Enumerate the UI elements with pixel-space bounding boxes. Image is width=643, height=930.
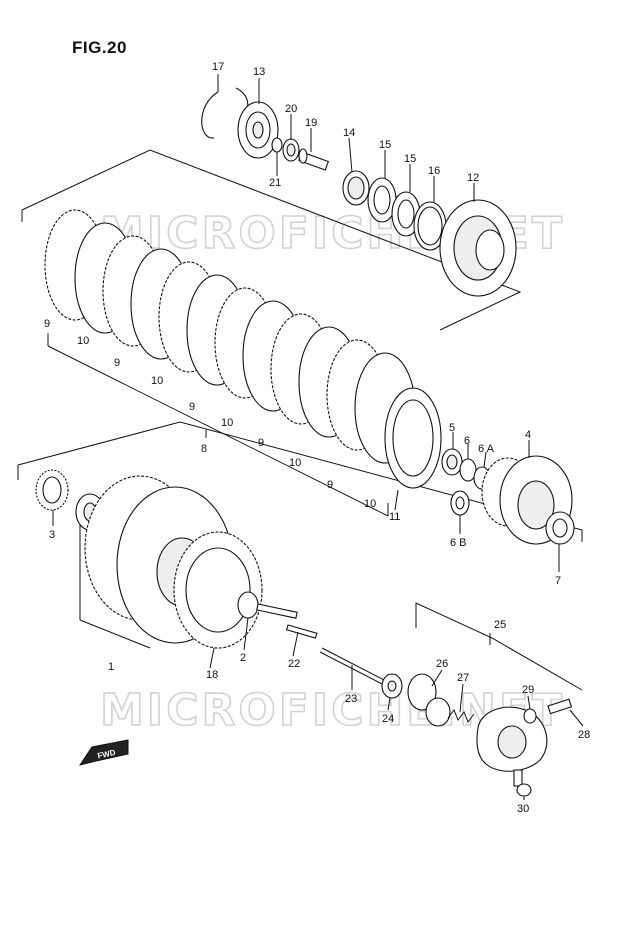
callout-9b: 9 [114, 357, 120, 369]
bearing-14 [342, 170, 370, 206]
seat-ring-16 [413, 201, 447, 251]
bolt-30 [513, 769, 532, 797]
spring-washer-15b [391, 191, 421, 237]
push-rod-22 [285, 624, 318, 639]
callout-10b: 10 [151, 375, 163, 387]
sleeve-hub-12 [439, 199, 517, 297]
callout-15a: 15 [379, 139, 391, 151]
callout-27: 27 [457, 672, 469, 684]
callout-6b: 6 B [450, 537, 467, 549]
callout-12: 12 [467, 172, 479, 184]
needle-bearing-3 [35, 469, 69, 511]
bleeder-valve-28 [547, 698, 573, 715]
callout-18: 18 [206, 669, 218, 681]
callout-21: 21 [269, 177, 281, 189]
leader-lines [52, 74, 584, 800]
callout-2: 2 [240, 652, 246, 664]
spring-washer-15a [367, 177, 397, 223]
callout-25: 25 [494, 619, 506, 631]
clutch-housing-bracket [17, 421, 583, 649]
callout-30: 30 [517, 803, 529, 815]
callout-6: 6 [464, 435, 470, 447]
callout-14: 14 [343, 127, 355, 139]
callout-28: 28 [578, 729, 590, 741]
callout-5: 5 [449, 422, 455, 434]
fwd-badge: FWD [78, 739, 129, 766]
clutch-plate-stack [44, 209, 442, 489]
callout-10a: 10 [77, 335, 89, 347]
figure-title: FIG.20 [72, 38, 127, 57]
callout-10e: 10 [364, 498, 376, 510]
callout-6a: 6 A [478, 443, 495, 455]
oil-seal-24 [381, 673, 403, 699]
callout-29: 29 [522, 684, 534, 696]
callout-9d: 9 [258, 437, 264, 449]
callout-24: 24 [382, 713, 394, 725]
callout-19: 19 [305, 117, 317, 129]
callout-13: 13 [253, 66, 265, 78]
callout-23: 23 [345, 693, 357, 705]
oil-pump-drive-gear-18 [173, 531, 263, 649]
clutch-plates-bracket [21, 149, 522, 517]
bearing-20 [282, 138, 300, 162]
callout-3: 3 [49, 529, 55, 541]
callout-1: 1 [108, 661, 114, 673]
washer-21 [271, 137, 283, 153]
push-piece-2 [237, 591, 298, 619]
callout-labels: 17 13 20 19 21 14 15 15 16 12 9 10 9 10 … [44, 61, 590, 815]
callout-20: 20 [285, 103, 297, 115]
callout-17: 17 [212, 61, 224, 73]
callout-26: 26 [436, 658, 448, 670]
callout-22: 22 [288, 658, 300, 670]
callout-9a: 9 [44, 318, 50, 330]
piston-26 [407, 673, 451, 727]
release-assembly-bracket [415, 602, 583, 691]
callout-7: 7 [555, 575, 561, 587]
callout-4: 4 [525, 429, 531, 441]
fwd-label: FWD [97, 748, 117, 761]
bearing-5 [441, 448, 463, 476]
washer-6b [450, 490, 470, 516]
callout-11: 11 [389, 511, 400, 523]
bleeder-cap-29 [523, 708, 537, 724]
callout-16: 16 [428, 165, 440, 177]
callout-9c: 9 [189, 401, 195, 413]
callout-10d: 10 [289, 457, 301, 469]
callout-10c: 10 [221, 417, 233, 429]
push-rod-23 [319, 647, 389, 687]
callout-8: 8 [201, 443, 207, 455]
washer-7 [545, 511, 575, 545]
callout-9e: 9 [327, 479, 333, 491]
bolt-19 [298, 148, 330, 171]
lifter-plate-13 [237, 101, 279, 159]
spring-27 [447, 708, 475, 724]
callout-15b: 15 [404, 153, 416, 165]
